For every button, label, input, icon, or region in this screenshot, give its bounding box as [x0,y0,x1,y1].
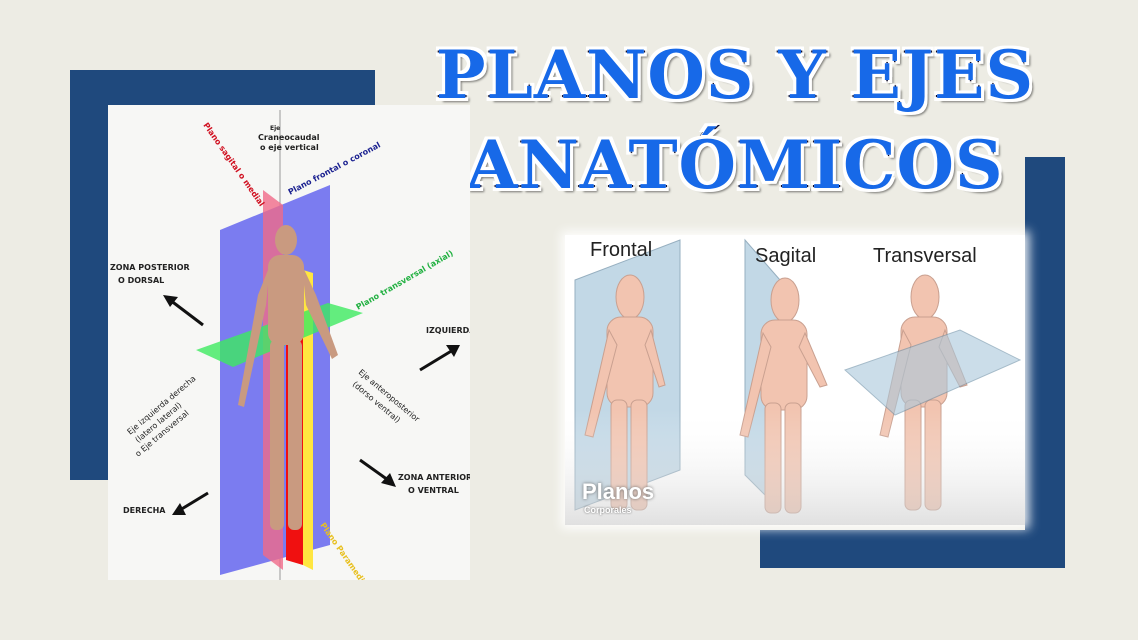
right-decorative-frame-vertical [1025,157,1065,568]
craneocaudal-label: Craneocaudal [258,133,320,142]
right-side-label: DERECHA [123,506,166,515]
transversal-label: Transversal [873,245,977,267]
right-decorative-frame-horizontal [760,530,1065,568]
sagittal-plane-label: Plano sagital o medial [201,121,266,208]
anterior-zone-label-2: O VENTRAL [408,486,459,495]
paramedial-plane [303,270,313,570]
vertical-axis-label: o eje vertical [260,143,319,152]
anterior-arrow-icon [359,458,389,482]
sagittal-label: Sagital [755,245,817,267]
anterior-zone-label-1: ZONA ANTERIOR [398,473,470,482]
anatomical-planes-axes-diagram: Eje Craneocaudal o eje vertical Plano sa… [108,105,476,591]
slide-title-line-1: PLANOS Y EJES [435,35,1035,116]
frontal-label: Frontal [590,239,653,261]
planos-caption: Planos [582,479,655,504]
axis-top-label: Eje [270,125,280,132]
posterior-arrow-icon [169,298,204,327]
left-side-label: IZQUIERDA [426,326,470,335]
corporales-subcaption: Corporales [584,505,632,515]
paramedial-plane-label: Plano Paramedial [318,521,371,580]
posterior-zone-label-2: O DORSAL [118,276,164,285]
right-arrow-icon [179,491,209,512]
transversal-plane-label: Plano transversal (axial) [355,249,455,312]
slide-title-line-2: ANATÓMICOS [465,125,1004,206]
human-body-figure [238,225,338,530]
posterior-zone-label-1: ZONA POSTERIOR [110,263,190,272]
left-arrow-icon [419,348,454,372]
body-planes-illustration: Frontal Sagital Transversal Planos Corpo… [565,235,1025,525]
